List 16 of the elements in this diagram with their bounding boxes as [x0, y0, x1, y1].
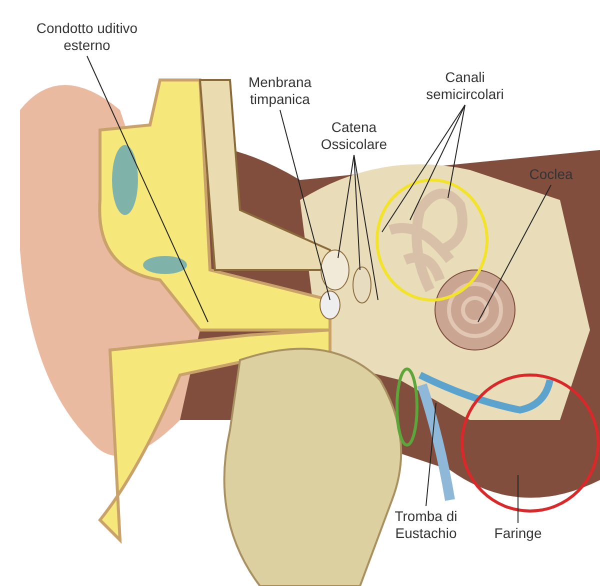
leader-line: [382, 104, 466, 232]
leader-line: [410, 104, 466, 220]
part-label: Tromba di Eustachio: [376, 508, 476, 542]
leader-line: [280, 110, 330, 300]
part-label: Catena Ossicolare: [308, 119, 400, 153]
leader-line: [354, 154, 378, 300]
leader-line: [338, 154, 354, 258]
part-label: Coclea: [520, 166, 582, 183]
part-label: Canali semicircolari: [405, 69, 525, 103]
leader-line: [86, 56, 208, 322]
part-label: Condotto uditivo esterno: [12, 20, 162, 54]
part-label: Faringe: [485, 525, 551, 542]
leader-line: [448, 104, 466, 198]
leader-line: [426, 402, 436, 506]
part-label: Menbrana timpanica: [230, 74, 330, 108]
leader-line: [354, 154, 360, 270]
